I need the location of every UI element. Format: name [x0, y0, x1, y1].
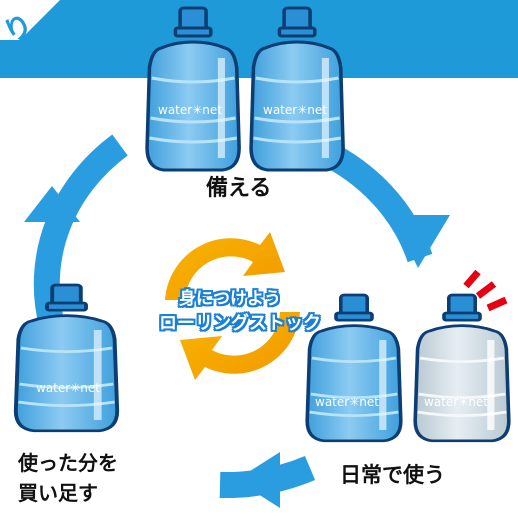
arrow-head-left: [24, 186, 80, 222]
step-label-daily-use: 日常で使う: [340, 463, 445, 487]
header-banner: り: [0, 0, 518, 78]
step-label-replenish: 使った分を 買い足す: [18, 448, 118, 508]
arrow-head-right: [392, 215, 450, 268]
rolling-stock-title-line1: 身につけよう: [179, 289, 281, 309]
bottle-brand-text: water✳net: [36, 381, 100, 395]
bottle-brand-text: water✳net: [158, 103, 222, 117]
rolling-badge: [165, 232, 300, 380]
bottle-brand-text: water✳net: [263, 103, 327, 117]
arrow-head-bottom: [236, 452, 280, 508]
cycle-arrowheads: [24, 186, 450, 508]
step-label-prepare: 備える: [206, 176, 272, 201]
step-label-replenish-line1: 使った分を: [18, 451, 118, 475]
empty-water-bottle-icon: [413, 293, 511, 443]
empty-alert-marks-icon: [463, 269, 508, 312]
step-label-replenish-line2: 買い足す: [18, 481, 98, 505]
water-bottle-icon: [13, 283, 120, 433]
bottle-brand-text: water✳net: [315, 395, 379, 409]
bottle-brand-text: water✳net: [424, 395, 488, 409]
rolling-stock-title-line2: ローリングストック: [159, 313, 321, 334]
